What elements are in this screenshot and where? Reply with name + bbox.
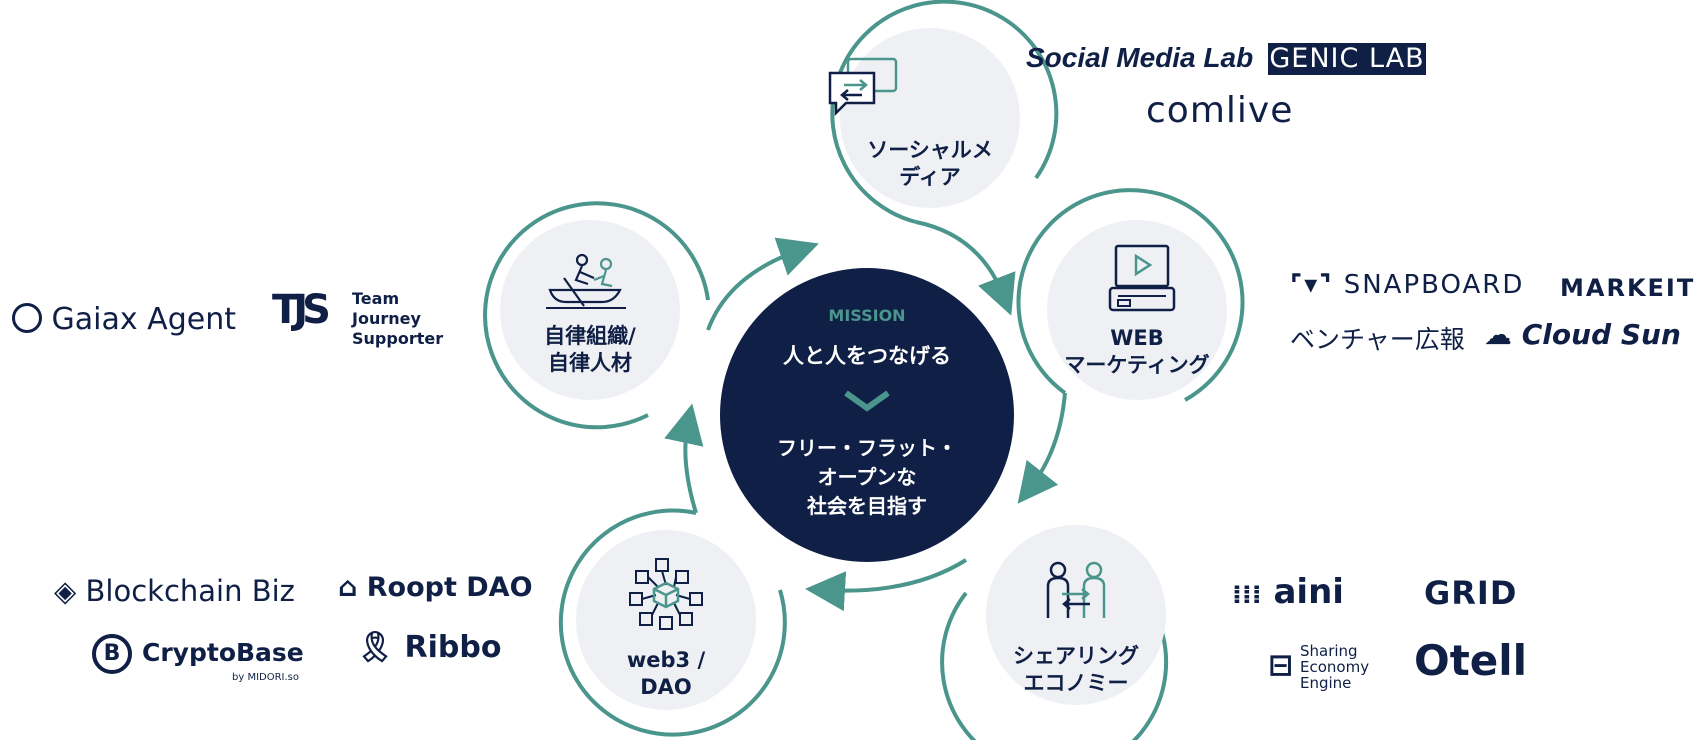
logo-cloud-sun: ☁ Cloud Sun bbox=[1484, 318, 1681, 351]
node-label-web3: web3 / DAO bbox=[586, 647, 746, 701]
see-line-1: Sharing bbox=[1300, 642, 1358, 660]
aini-mark-icon: ⁞⁞⁞ bbox=[1232, 580, 1262, 610]
see-mark-icon: ⊟ bbox=[1268, 648, 1294, 683]
logo-roopt-dao-text: Roopt DAO bbox=[366, 572, 533, 603]
arrow-web-to-sharing bbox=[1017, 392, 1067, 504]
ribbon-icon: 🎗 bbox=[356, 630, 395, 665]
logo-gaiax-agent: Gaiax Agent bbox=[12, 302, 236, 337]
snapboard-mark-icon: ⌜▾⌝ bbox=[1290, 270, 1334, 300]
arrow-social-to-web bbox=[915, 220, 1016, 316]
cube-network-icon bbox=[629, 558, 703, 630]
chat-exchange-icon bbox=[828, 57, 898, 117]
arrow-autonomous-to-social bbox=[706, 237, 819, 331]
tjs-line-1: Team bbox=[352, 289, 400, 308]
logo-cloud-sun-text: Cloud Sun bbox=[1521, 318, 1681, 351]
center-circle bbox=[720, 268, 1014, 562]
arrow-web3-to-autonomous bbox=[664, 403, 704, 514]
logo-ribbo: 🎗 Ribbo bbox=[356, 630, 502, 665]
chevron-down-icon bbox=[844, 390, 890, 412]
logo-blockchain-biz: ◈ Blockchain Biz bbox=[54, 574, 295, 608]
node-label-social: ソーシャルメ ディア bbox=[850, 137, 1010, 191]
node-label-line: 自律組織/ bbox=[544, 324, 636, 348]
cryptobase-b-icon: B bbox=[92, 634, 132, 674]
node-label-line: DAO bbox=[640, 675, 692, 699]
logo-aini: ⁞⁞⁞ aini bbox=[1232, 572, 1344, 612]
see-line-2: Economy bbox=[1300, 658, 1370, 676]
tjs-line-3: Supporter bbox=[352, 329, 444, 348]
node-label-autonomous: 自律組織/ 自律人材 bbox=[510, 323, 670, 377]
rowing-boat-icon bbox=[546, 253, 626, 309]
logo-gaiax-agent-text: Gaiax Agent bbox=[51, 302, 236, 337]
node-bg-autonomous bbox=[500, 220, 680, 400]
logo-roopt-dao: ⌂ Roopt DAO bbox=[338, 572, 533, 603]
tjs-line-2: Journey bbox=[352, 309, 421, 328]
logo-social-media-lab: Social Media Lab bbox=[1026, 42, 1254, 73]
ring-autonomous bbox=[483, 201, 710, 430]
blockchain-diamond-icon: ◈ bbox=[54, 574, 77, 608]
house-icon: ⌂ bbox=[338, 572, 358, 603]
node-label-line: マーケティング bbox=[1064, 353, 1210, 377]
node-label-line: シェアリング bbox=[1013, 644, 1139, 668]
ring-social bbox=[830, 0, 1059, 224]
tjs-mark-icon: TJS bbox=[272, 287, 331, 333]
logo-snapboard: ⌜▾⌝ SNAPBOARD bbox=[1290, 270, 1524, 300]
node-label-web: WEB マーケティング bbox=[1057, 325, 1217, 379]
logo-markeit: MARKEIT bbox=[1560, 274, 1696, 302]
node-label-line: 自律人材 bbox=[548, 351, 632, 375]
logo-ribbo-text: Ribbo bbox=[404, 630, 502, 665]
ring-web3 bbox=[558, 508, 787, 737]
node-label-line: ソーシャルメ bbox=[867, 138, 993, 162]
logo-genic-lab: GENIC LAB bbox=[1268, 43, 1426, 75]
video-monitor-icon bbox=[1108, 244, 1176, 312]
logo-otell: Otell bbox=[1414, 636, 1528, 685]
node-bg-web3 bbox=[576, 530, 756, 710]
node-label-sharing: シェアリング エコノミー bbox=[996, 643, 1156, 697]
cloud-sun-icon: ☁ bbox=[1484, 318, 1512, 351]
node-bg-sharing bbox=[986, 525, 1166, 705]
logo-blockchain-biz-text: Blockchain Biz bbox=[85, 574, 295, 608]
logo-cryptobase-sub: by MIDORI.so bbox=[232, 672, 299, 683]
mission-label: MISSION bbox=[828, 306, 906, 325]
logo-snapboard-text: SNAPBOARD bbox=[1343, 270, 1525, 300]
node-label-line: WEB bbox=[1110, 326, 1164, 350]
logo-cryptobase-text: CryptoBase bbox=[142, 638, 304, 667]
goal-line-2: オープンな bbox=[817, 465, 917, 489]
node-label-line: ディア bbox=[899, 165, 961, 189]
logo-comlive: comlive bbox=[1146, 90, 1294, 131]
people-exchange-icon bbox=[1046, 561, 1106, 618]
logo-venture-koho: ベンチャー広報 bbox=[1290, 325, 1465, 354]
node-bg-social bbox=[840, 28, 1020, 208]
mission-line: 人と人をつなげる bbox=[783, 344, 951, 368]
gaiax-mark-icon bbox=[12, 303, 42, 333]
goal-line-3: 社会を目指す bbox=[807, 494, 927, 518]
logo-grid: GRID bbox=[1424, 574, 1518, 612]
goal-line-1: フリー・フラット・ bbox=[777, 436, 957, 460]
node-label-line: エコノミー bbox=[1023, 671, 1129, 695]
ring-web bbox=[1016, 188, 1245, 402]
arrow-sharing-to-web3 bbox=[805, 558, 968, 612]
logo-aini-text: aini bbox=[1273, 572, 1344, 612]
node-label-line: web3 / bbox=[626, 648, 706, 672]
see-line-3: Engine bbox=[1300, 674, 1352, 692]
